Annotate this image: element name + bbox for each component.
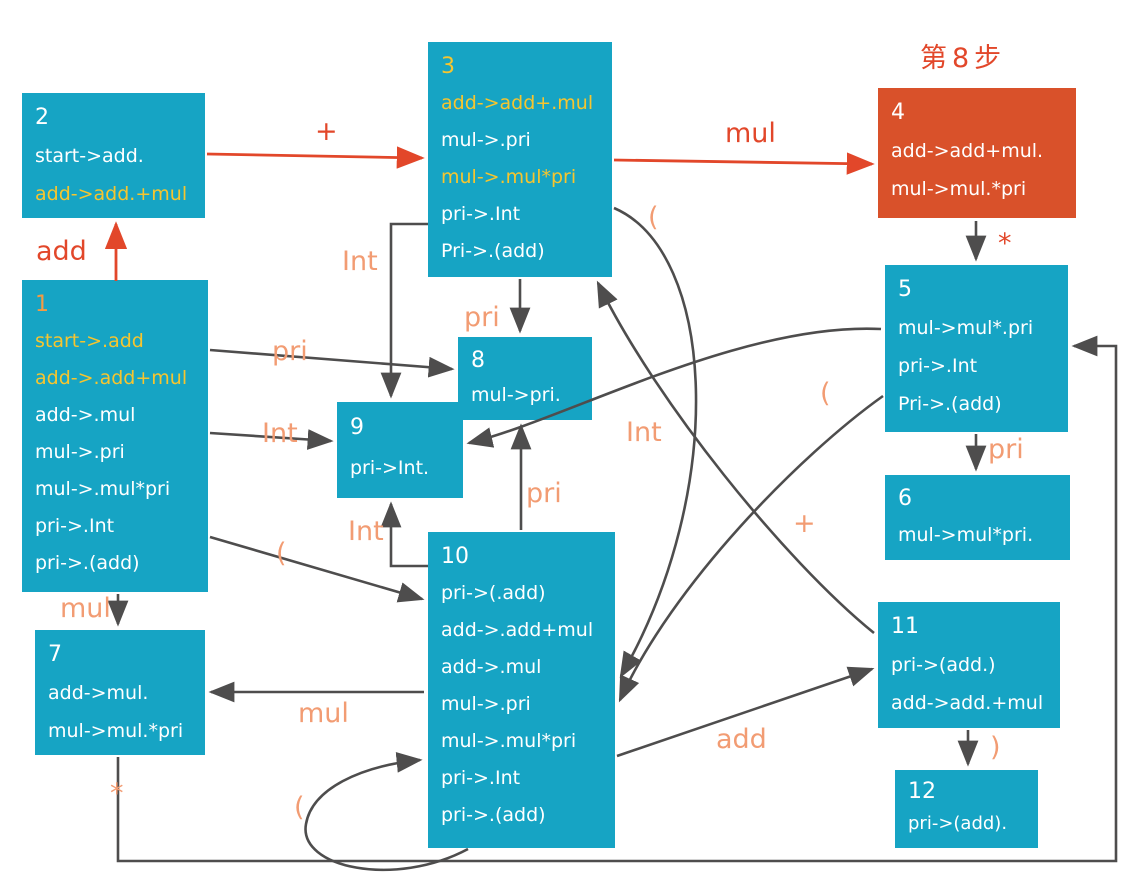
state-3: 3 add->add+.mul mul->.pri mul->.mul*pri … (428, 42, 612, 277)
grammar-item: pri->(add.) (891, 654, 996, 676)
grammar-item: pri->Int. (350, 457, 430, 479)
grammar-item: pri->.Int (441, 767, 521, 789)
grammar-item: mul->.pri (35, 441, 125, 463)
grammar-item: pri->(add). (908, 813, 1008, 834)
state-number: 6 (898, 486, 912, 511)
edge-label-plus: + (315, 116, 338, 147)
edge-label-int: Int (626, 417, 662, 448)
state-2: 2 start->add. add->add.+mul (22, 93, 205, 218)
grammar-item: add->add.+mul (35, 183, 188, 205)
arrow-10-9 (380, 501, 428, 568)
grammar-item: mul->mul*.pri (898, 317, 1034, 339)
state-number: 12 (908, 779, 936, 804)
grammar-item: mul->pri. (471, 384, 561, 406)
grammar-item: pri->.(add) (441, 804, 546, 826)
edge-label-plus: + (793, 508, 816, 539)
grammar-item: add->.add+mul (441, 619, 594, 641)
grammar-item: mul->.mul*pri (441, 730, 577, 752)
grammar-item: pri->.Int (441, 203, 521, 225)
step-title: 第8步 (920, 43, 1007, 74)
grammar-item: Pri->.(add) (898, 393, 1002, 415)
edge-label-add: add (36, 236, 87, 267)
arrow-3-4 (613, 152, 875, 175)
grammar-item: pri->.Int (898, 355, 978, 377)
grammar-item: mul->mul.*pri (48, 720, 184, 742)
state-number: 2 (35, 105, 49, 130)
edge-label-int: Int (262, 418, 298, 449)
grammar-item: add->.add+mul (35, 367, 188, 389)
grammar-item: add->.mul (441, 656, 542, 678)
state-number: 9 (350, 415, 364, 440)
grammar-item: add->.mul (35, 404, 136, 426)
edge-label-lparen: ( (294, 792, 305, 823)
state-number: 1 (35, 292, 49, 317)
edge-label-int: Int (342, 246, 378, 277)
grammar-item: pri->(.add) (441, 582, 546, 604)
state-number: 3 (441, 54, 455, 79)
arrow-3-10 (613, 206, 698, 679)
edge-label-star: * (110, 778, 124, 809)
edge-label-pri: pri (464, 302, 500, 333)
edge-label-lparen: ( (820, 378, 831, 409)
grammar-item: mul->mul.*pri (891, 178, 1027, 200)
arrow-10-11 (616, 666, 875, 758)
arrow-1-10 (209, 535, 425, 603)
edge-label-pri: pri (988, 434, 1024, 465)
arrow-11-3 (596, 280, 875, 635)
edge-label-mul: mul (725, 118, 776, 149)
arrow-1-9 (209, 429, 334, 450)
edge-label-mul: mul (298, 698, 349, 729)
grammar-item: add->add.+mul (891, 692, 1044, 714)
edge-label-rparen: ) (990, 732, 1001, 763)
grammar-item: Pri->.(add) (441, 240, 545, 262)
edge-label-lparen: ( (276, 538, 287, 569)
state-8: 8 mul->pri. (458, 337, 592, 420)
state-number: 7 (48, 642, 62, 667)
grammar-item: mul->mul*pri. (898, 524, 1034, 546)
state-7: 7 add->mul. mul->mul.*pri (35, 630, 205, 755)
arrow-5-10 (618, 394, 884, 703)
arrow-2-3 (206, 146, 425, 169)
state-11: 11 pri->(add.) add->add.+mul (878, 602, 1060, 728)
state-6: 6 mul->mul*pri. (885, 475, 1070, 560)
edge-label-pri: pri (526, 478, 562, 509)
arrow-3-9 (380, 222, 428, 399)
edge-label-star: * (998, 228, 1012, 259)
grammar-item: add->add+.mul (441, 92, 594, 114)
edge-label-mul: mul (60, 593, 111, 624)
state-number: 8 (471, 348, 485, 373)
grammar-item: start->add. (35, 145, 144, 167)
grammar-item: mul->.pri (441, 129, 531, 151)
state-number: 11 (891, 614, 919, 639)
state-number: 4 (891, 100, 905, 125)
edge-label-lparen: ( (648, 202, 659, 233)
grammar-item: mul->.mul*pri (441, 166, 577, 188)
state-9: 9 pri->Int. (337, 402, 463, 498)
grammar-item: add->mul. (48, 682, 149, 704)
edge-label-pri: pri (272, 336, 308, 367)
state-4: 4 add->add+mul. mul->mul.*pri (878, 88, 1076, 218)
grammar-item: add->add+mul. (891, 140, 1044, 162)
edge-label-add: add (716, 724, 767, 755)
grammar-item: mul->.pri (441, 693, 531, 715)
grammar-item: pri->.Int (35, 515, 115, 537)
state-12: 12 pri->(add). (895, 770, 1038, 848)
state-1: 1 start->.add add->.add+mul add->.mul mu… (22, 280, 208, 592)
arrow-1-8 (209, 348, 455, 378)
state-number: 5 (898, 277, 912, 302)
edge-label-int: Int (348, 516, 384, 547)
grammar-item: pri->.(add) (35, 552, 140, 574)
state-5: 5 mul->mul*.pri pri->.Int Pri->.(add) (885, 265, 1068, 432)
grammar-item: mul->.mul*pri (35, 478, 171, 500)
state-10: 10 pri->(.add) add->.add+mul add->.mul m… (428, 532, 615, 848)
grammar-item: start->.add (35, 330, 144, 352)
state-number: 10 (441, 544, 469, 569)
